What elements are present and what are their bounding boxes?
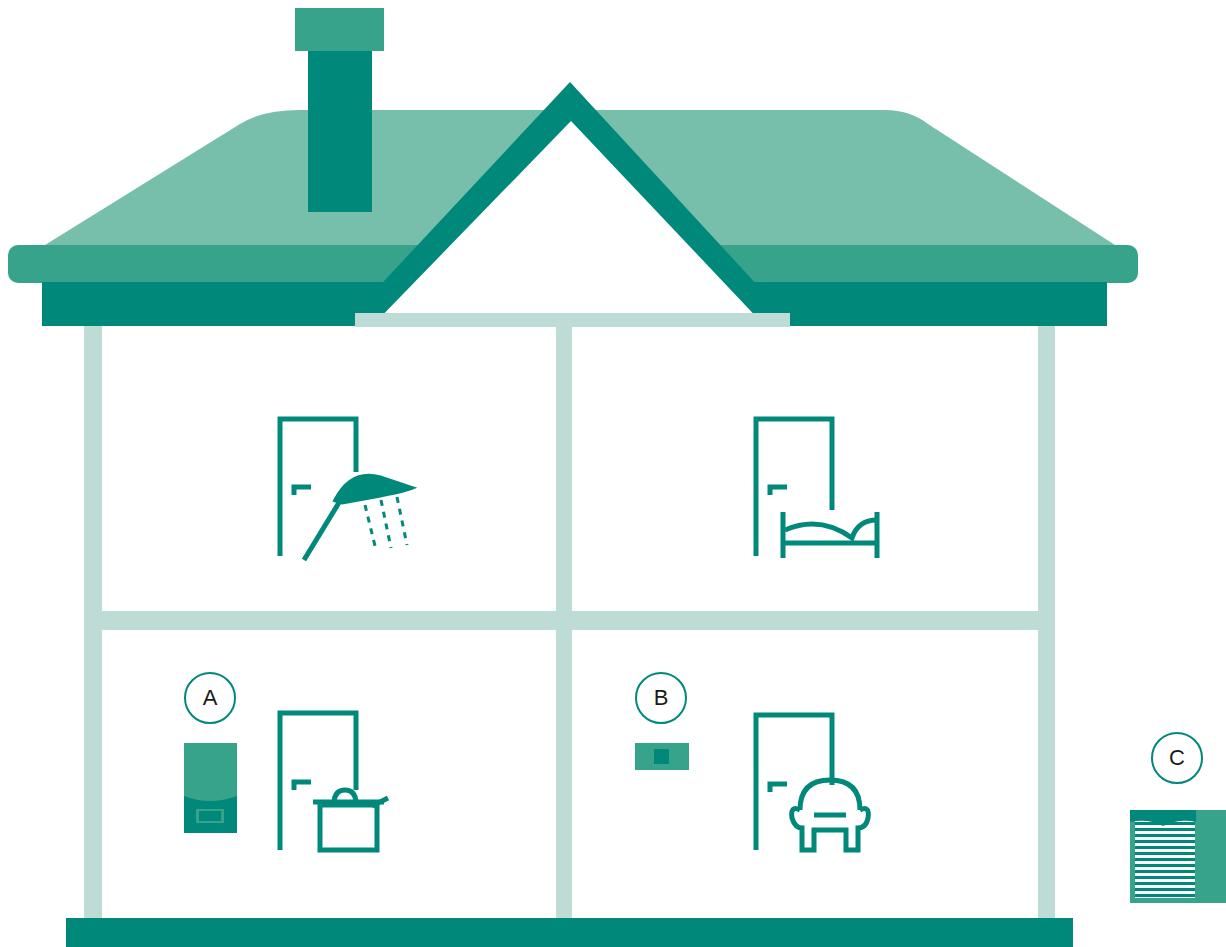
bathroom-icon [280,419,410,560]
callout-letter: B [635,672,687,724]
gable-frame [342,82,795,326]
living-room-icon [756,715,868,850]
gable [372,121,765,326]
kitchen-icon [280,713,388,850]
heat-pump [1130,810,1226,903]
thermostat [635,743,689,770]
boiler [184,743,237,833]
walls [84,313,1055,918]
ground [66,918,1073,947]
callout-letter: A [184,672,236,724]
callout-letter: C [1151,732,1203,784]
chimney [308,45,372,212]
bedroom-icon [756,419,877,558]
chimney-cap [295,8,384,51]
